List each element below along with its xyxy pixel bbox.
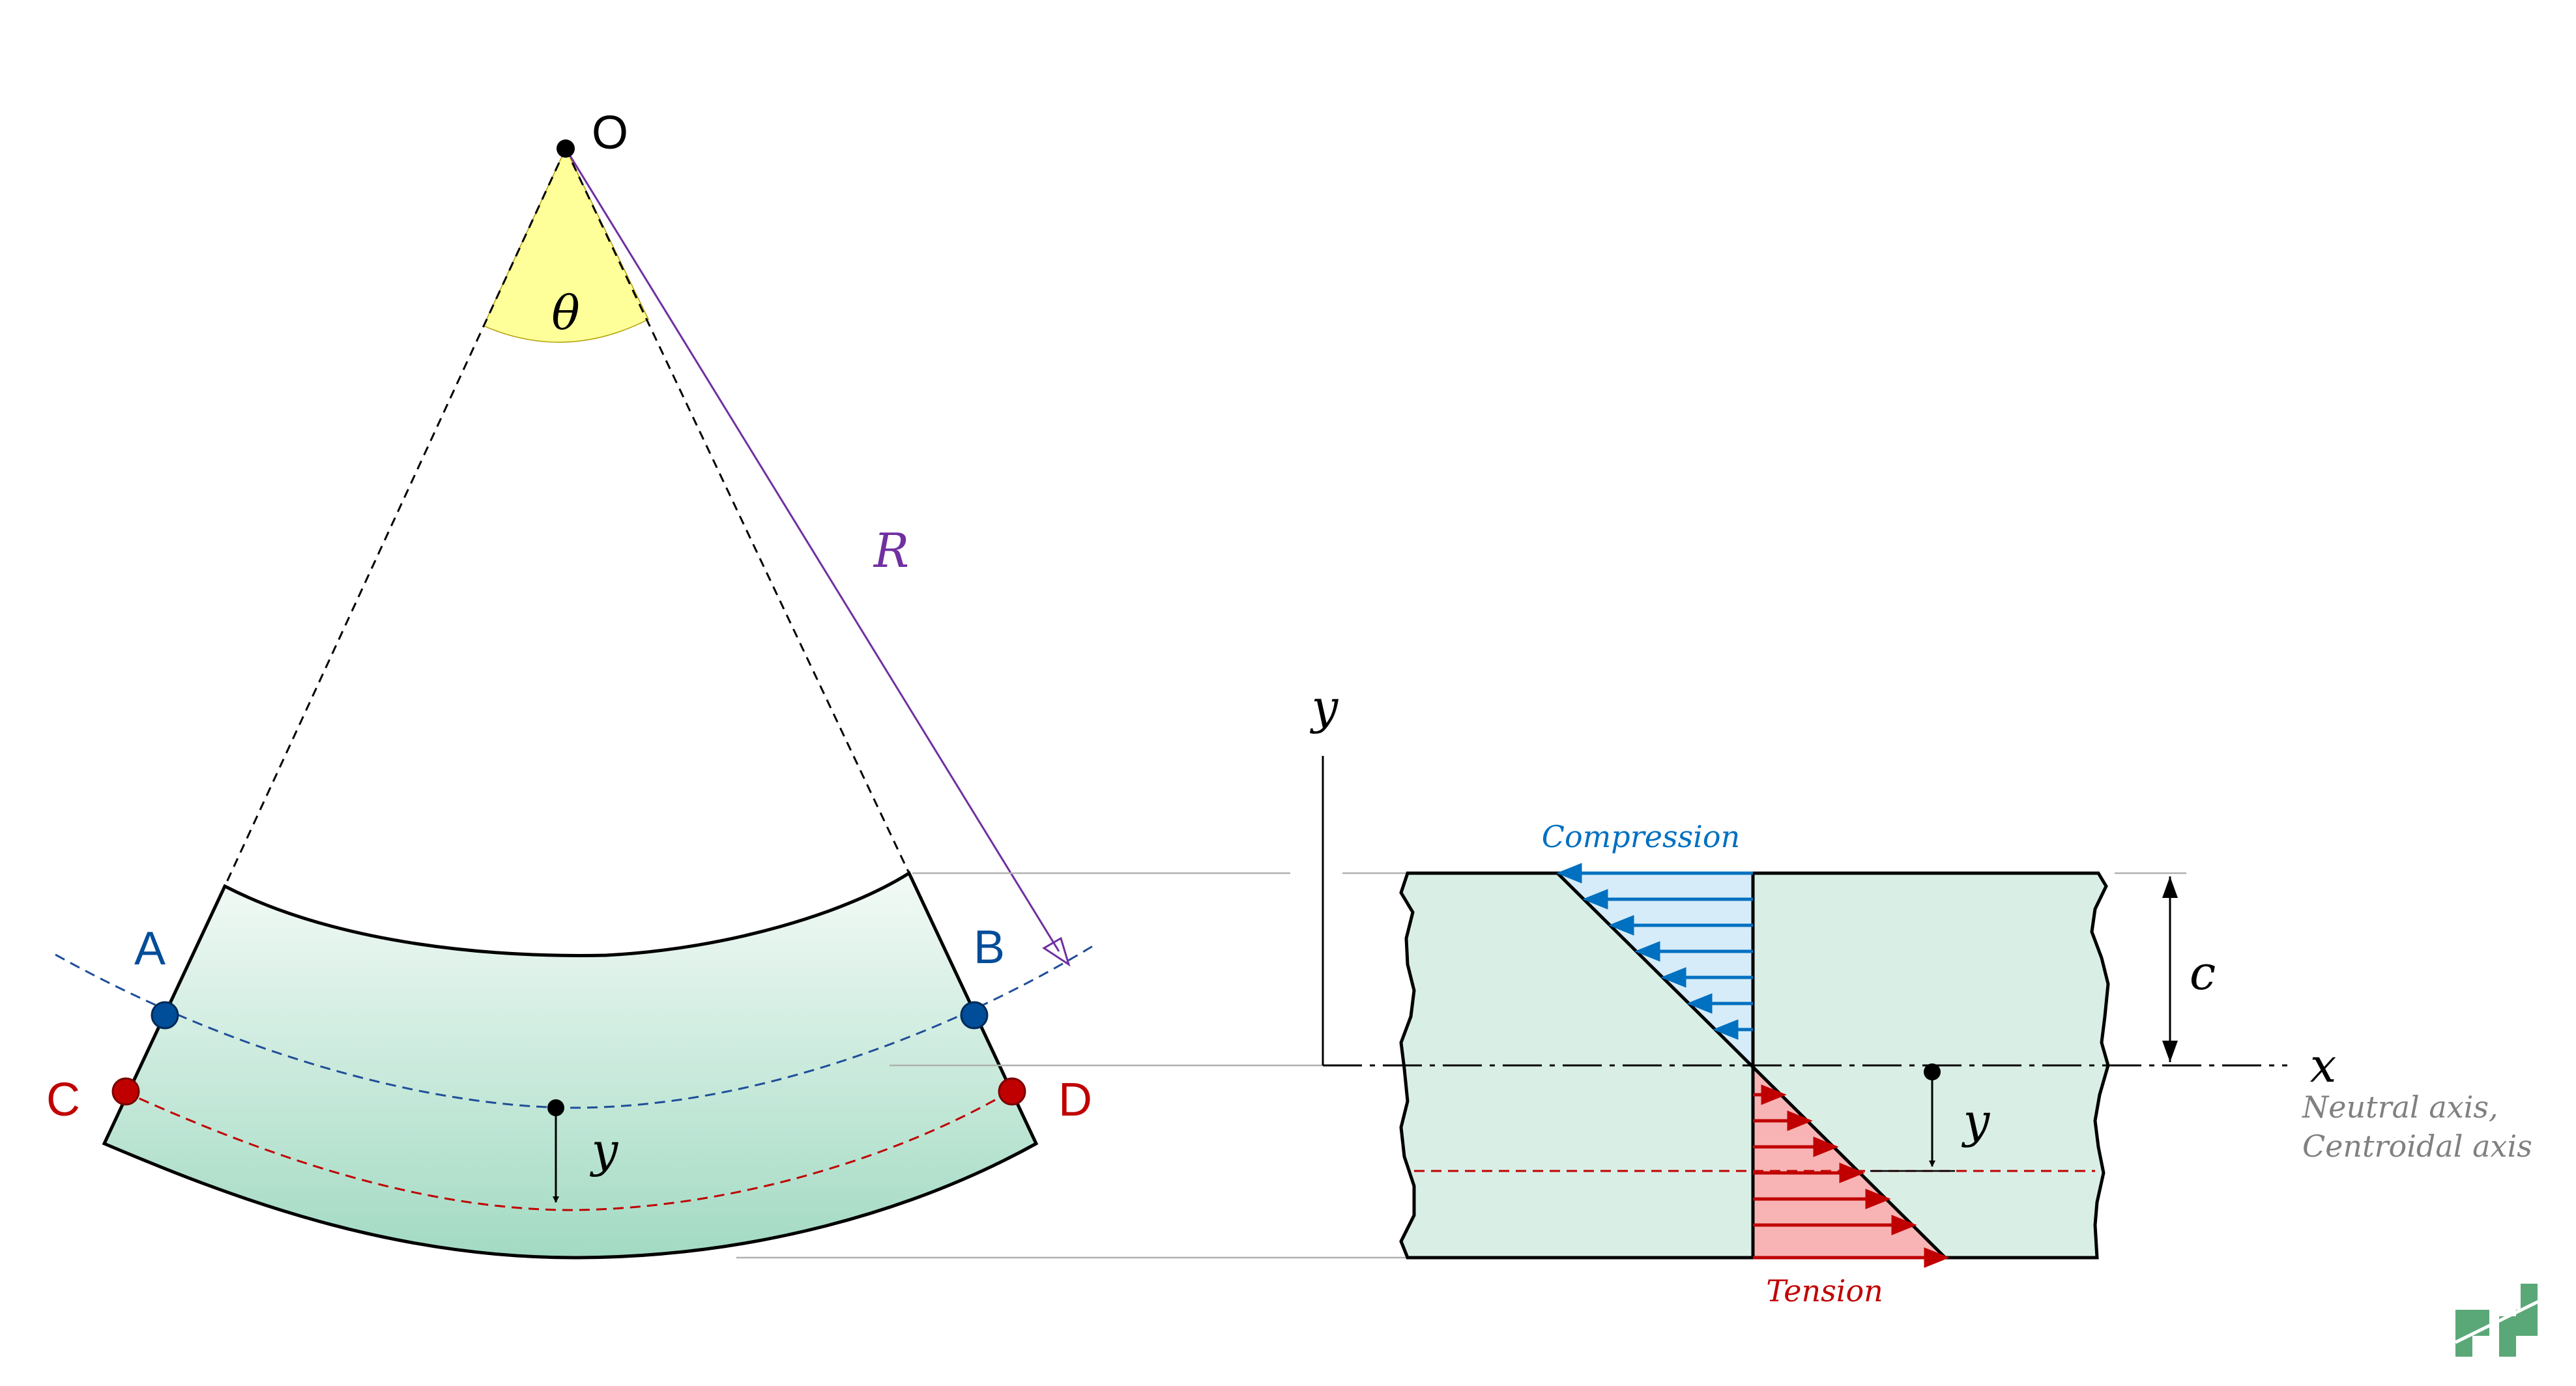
point-b — [960, 1001, 989, 1030]
label-y-right: y — [1961, 1093, 1991, 1148]
bent-beam-view: O θ R A B C D y — [46, 107, 1095, 1260]
compression-arrows — [1556, 863, 1753, 1040]
label-neutral-axis: Neutral axis, — [2302, 1090, 2498, 1125]
cross-section-view: Compression Tension y x c y Neutral axis… — [1310, 680, 2532, 1308]
radius-arrowhead — [1042, 936, 1071, 967]
label-theta: θ — [551, 285, 579, 340]
label-d: D — [1058, 1074, 1092, 1126]
beam-segment — [102, 871, 1039, 1260]
point-d — [998, 1077, 1026, 1106]
neutral-curve-ab — [55, 944, 1095, 1109]
angle-sector — [482, 147, 649, 343]
label-b: B — [974, 921, 1005, 974]
label-c: C — [46, 1074, 80, 1126]
radial-line-right — [564, 148, 910, 874]
label-y-axis: y — [1310, 680, 1339, 734]
label-x-axis: x — [2310, 1038, 2337, 1093]
label-o: O — [592, 107, 628, 159]
radial-line-left — [224, 148, 567, 887]
c-dim-arrow-top — [2162, 876, 2178, 898]
label-centroidal-axis: Centroidal axis — [2302, 1129, 2532, 1164]
label-c: c — [2190, 946, 2216, 1000]
point-a — [151, 1001, 179, 1030]
label-r: R — [873, 523, 909, 578]
center-point-o — [557, 139, 575, 158]
label-tension: Tension — [1766, 1273, 1883, 1308]
c-dim-arrow-bottom — [2162, 1041, 2178, 1062]
point-c — [111, 1077, 140, 1106]
reference-lines — [736, 872, 2186, 1259]
fiber-curve-cd — [123, 1090, 1011, 1211]
radius-arrow — [564, 148, 1060, 952]
pd-logo-icon — [2454, 1284, 2543, 1357]
label-a: A — [134, 923, 166, 975]
label-y-left: y — [590, 1123, 619, 1177]
tension-arrows — [1753, 1084, 1950, 1268]
label-compression: Compression — [1542, 819, 1740, 854]
